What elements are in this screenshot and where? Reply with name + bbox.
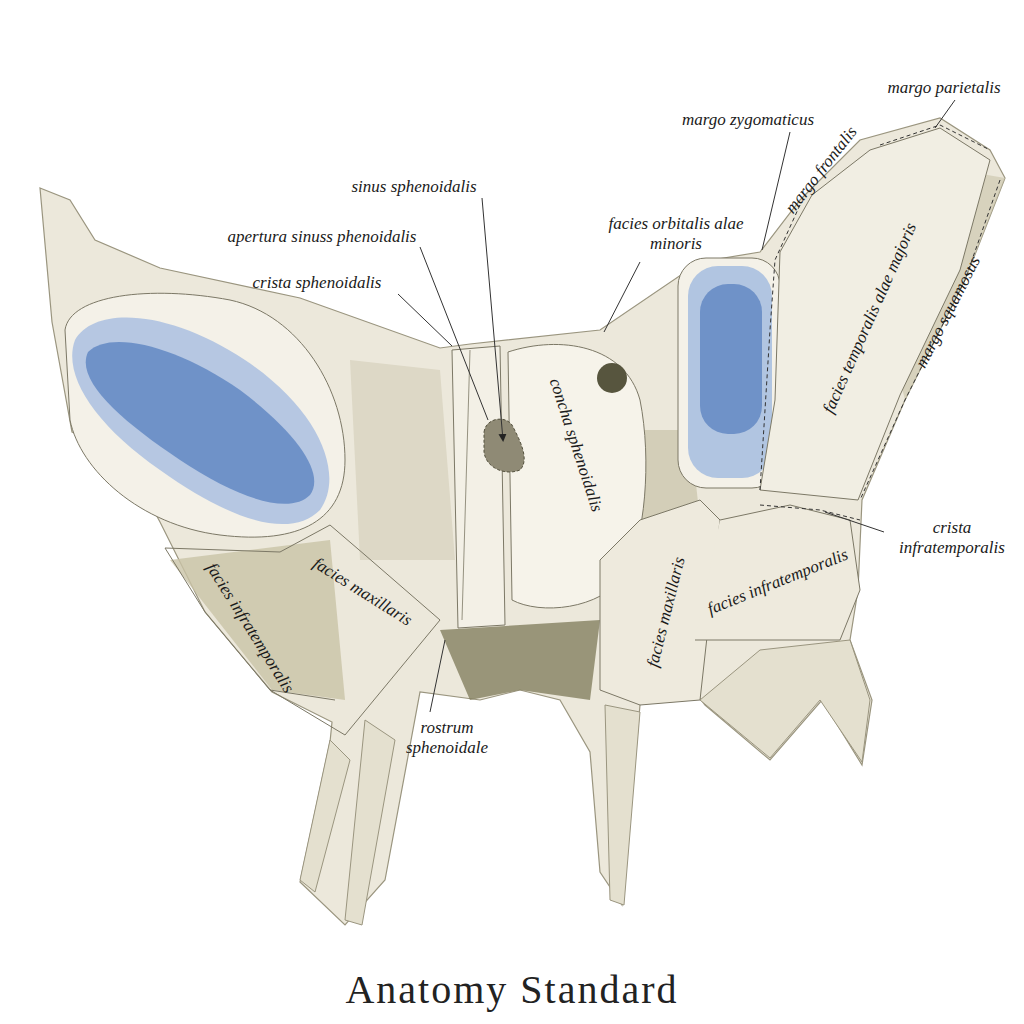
- part-label: apertura sinuss phenoidalis: [228, 227, 417, 247]
- part-label: crista infratemporalis: [882, 518, 1022, 559]
- part-label: facies orbitalis alae minoris: [601, 214, 751, 255]
- part-label: crista sphenoidalis: [253, 273, 382, 293]
- part-label: rostrum sphenoidale: [392, 718, 502, 759]
- part-label: sinus sphenoidalis: [351, 177, 476, 197]
- part-label: margo zygomaticus: [682, 110, 814, 130]
- watermark: Anatomy Standard: [345, 966, 678, 1014]
- part-label: margo parietalis: [887, 78, 1000, 98]
